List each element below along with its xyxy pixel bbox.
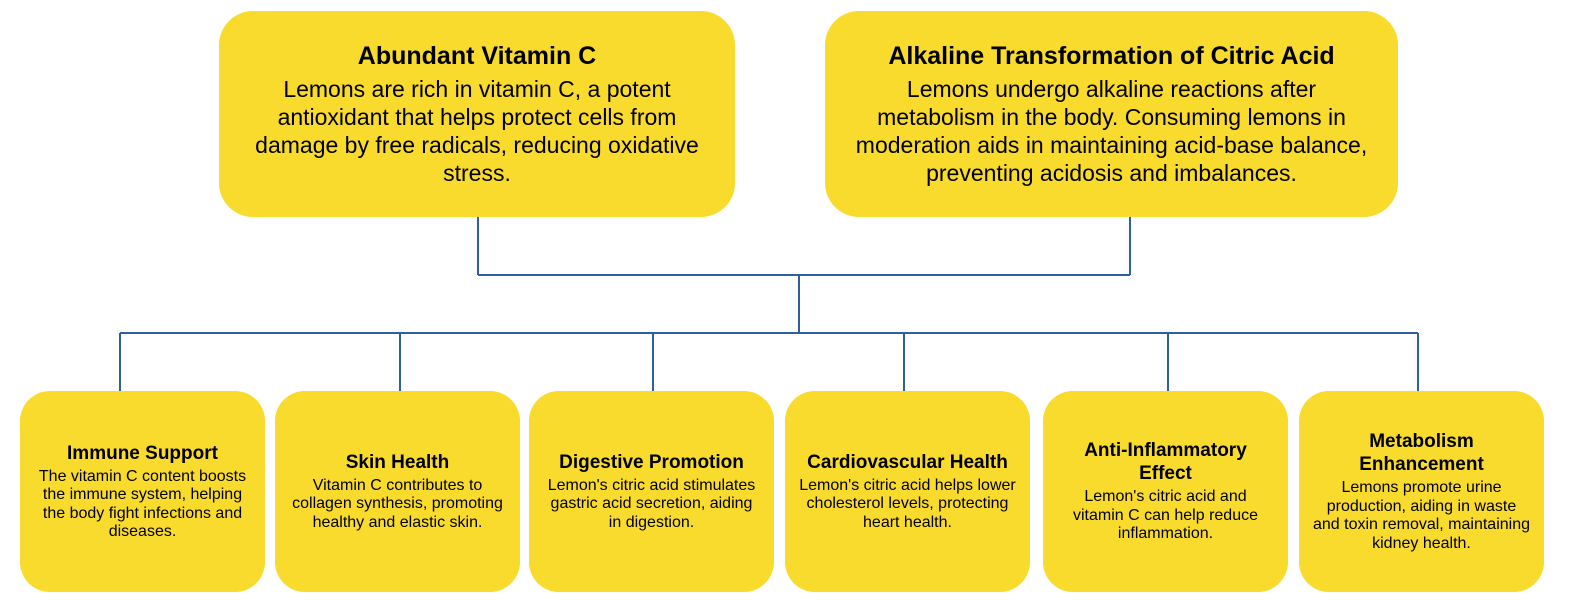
node-anti-inflammatory-effect: Anti-Inflammatory Effect Lemon's citric …	[1043, 391, 1288, 592]
node-skin-health: Skin Health Vitamin C contributes to col…	[275, 391, 520, 592]
node-metabolism-enhancement: Metabolism Enhancement Lemons promote ur…	[1299, 391, 1544, 592]
node-description: Lemon's citric acid and vitamin C can he…	[1073, 488, 1258, 543]
node-immune-support: Immune Support The vitamin C content boo…	[20, 391, 265, 592]
connector-group	[119, 217, 1419, 391]
node-alkaline-transformation: Alkaline Transformation of Citric Acid L…	[825, 11, 1398, 217]
node-description: Lemon's citric acid helps lower choleste…	[799, 476, 1016, 531]
node-description: Lemons are rich in vitamin C, a potent a…	[255, 76, 699, 186]
node-title: Abundant Vitamin C	[357, 42, 597, 70]
node-description: The vitamin C content boosts the immune …	[38, 467, 247, 541]
node-description: Vitamin C contributes to collagen synthe…	[292, 476, 503, 531]
node-title: Immune Support	[67, 442, 218, 464]
node-cardiovascular-health: Cardiovascular Health Lemon's citric aci…	[785, 391, 1030, 592]
node-description: Lemons undergo alkaline reactions after …	[855, 76, 1368, 186]
node-digestive-promotion: Digestive Promotion Lemon's citric acid …	[529, 391, 774, 592]
node-title: Alkaline Transformation of Citric Acid	[888, 42, 1335, 70]
node-title: Anti-Inflammatory Effect	[1084, 440, 1247, 485]
node-description: Lemons promote urine production, aiding …	[1313, 479, 1531, 552]
node-title: Cardiovascular Health	[807, 451, 1008, 473]
node-title: Metabolism Enhancement	[1359, 431, 1484, 475]
node-description: Lemon's citric acid stimulates gastric a…	[547, 476, 756, 531]
node-title: Skin Health	[345, 451, 450, 473]
node-abundant-vitamin-c: Abundant Vitamin C Lemons are rich in vi…	[219, 11, 735, 217]
node-title: Digestive Promotion	[559, 451, 744, 473]
